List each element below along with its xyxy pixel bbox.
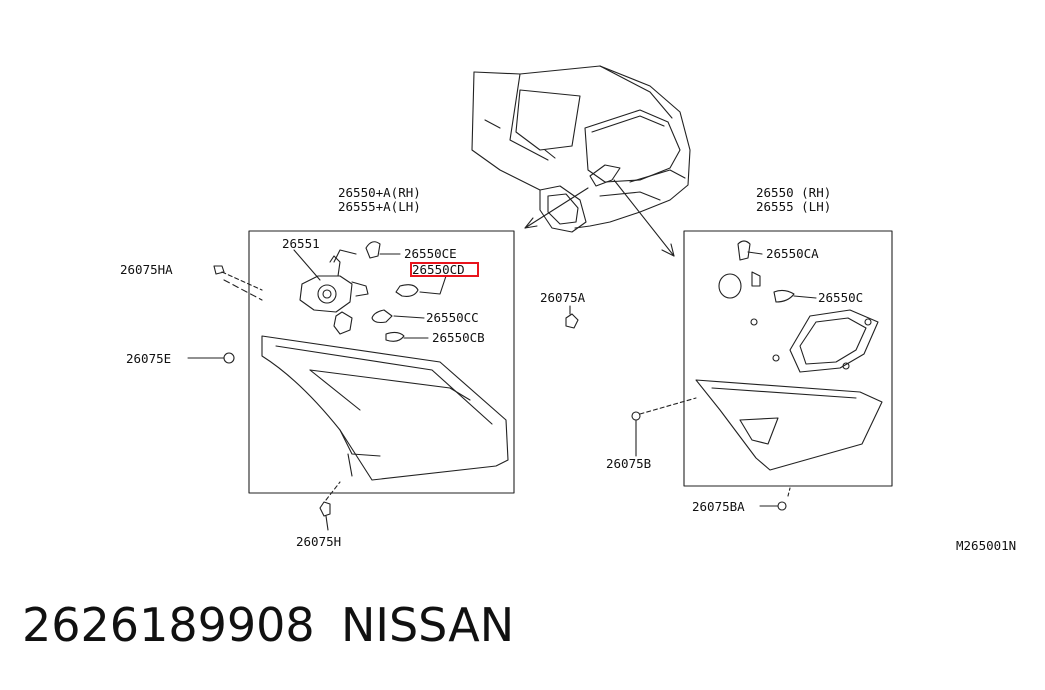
label-lh-assy-top: 26550 (RH) — [756, 185, 831, 200]
label-clip-a: 26075A — [540, 290, 586, 305]
highlight-box — [410, 262, 479, 277]
label-nut-b: 26075B — [606, 456, 651, 471]
rh-assembly-box — [248, 230, 515, 494]
label-bulb-cc: 26550CC — [426, 310, 479, 325]
label-bulb-c: 26550C — [818, 290, 863, 305]
rh-lamp-parts — [187, 241, 509, 531]
car-rear-illustration — [471, 65, 691, 233]
label-nut-e: 26075E — [126, 351, 171, 366]
part-number-caption: 2626189908 — [22, 598, 315, 652]
pointer-arrows — [524, 179, 675, 257]
brand-caption: NISSAN — [341, 598, 515, 652]
label-bulb-cd: 26550CD — [412, 262, 465, 277]
clip-26075a-drawing — [565, 305, 579, 329]
label-lh-assy-bottom: 26555 (LH) — [756, 199, 831, 214]
label-bulb-ce: 26550CE — [404, 246, 457, 261]
lh-assembly-box — [683, 230, 893, 487]
label-clip-h: 26075H — [296, 534, 341, 549]
label-bulb-cb: 26550CB — [432, 330, 485, 345]
label-nut-ba: 26075BA — [692, 499, 745, 514]
label-bulb-ca: 26550CA — [766, 246, 819, 261]
label-diagram-code: M265001N — [956, 538, 1016, 553]
label-rh-assy-bottom: 26555+A(LH) — [338, 199, 421, 214]
label-socket: 26551 — [282, 236, 320, 251]
label-rh-assy-top: 26550+A(RH) — [338, 185, 421, 200]
label-clip-ha: 26075HA — [120, 262, 173, 277]
lh-lamp-parts — [631, 240, 883, 511]
